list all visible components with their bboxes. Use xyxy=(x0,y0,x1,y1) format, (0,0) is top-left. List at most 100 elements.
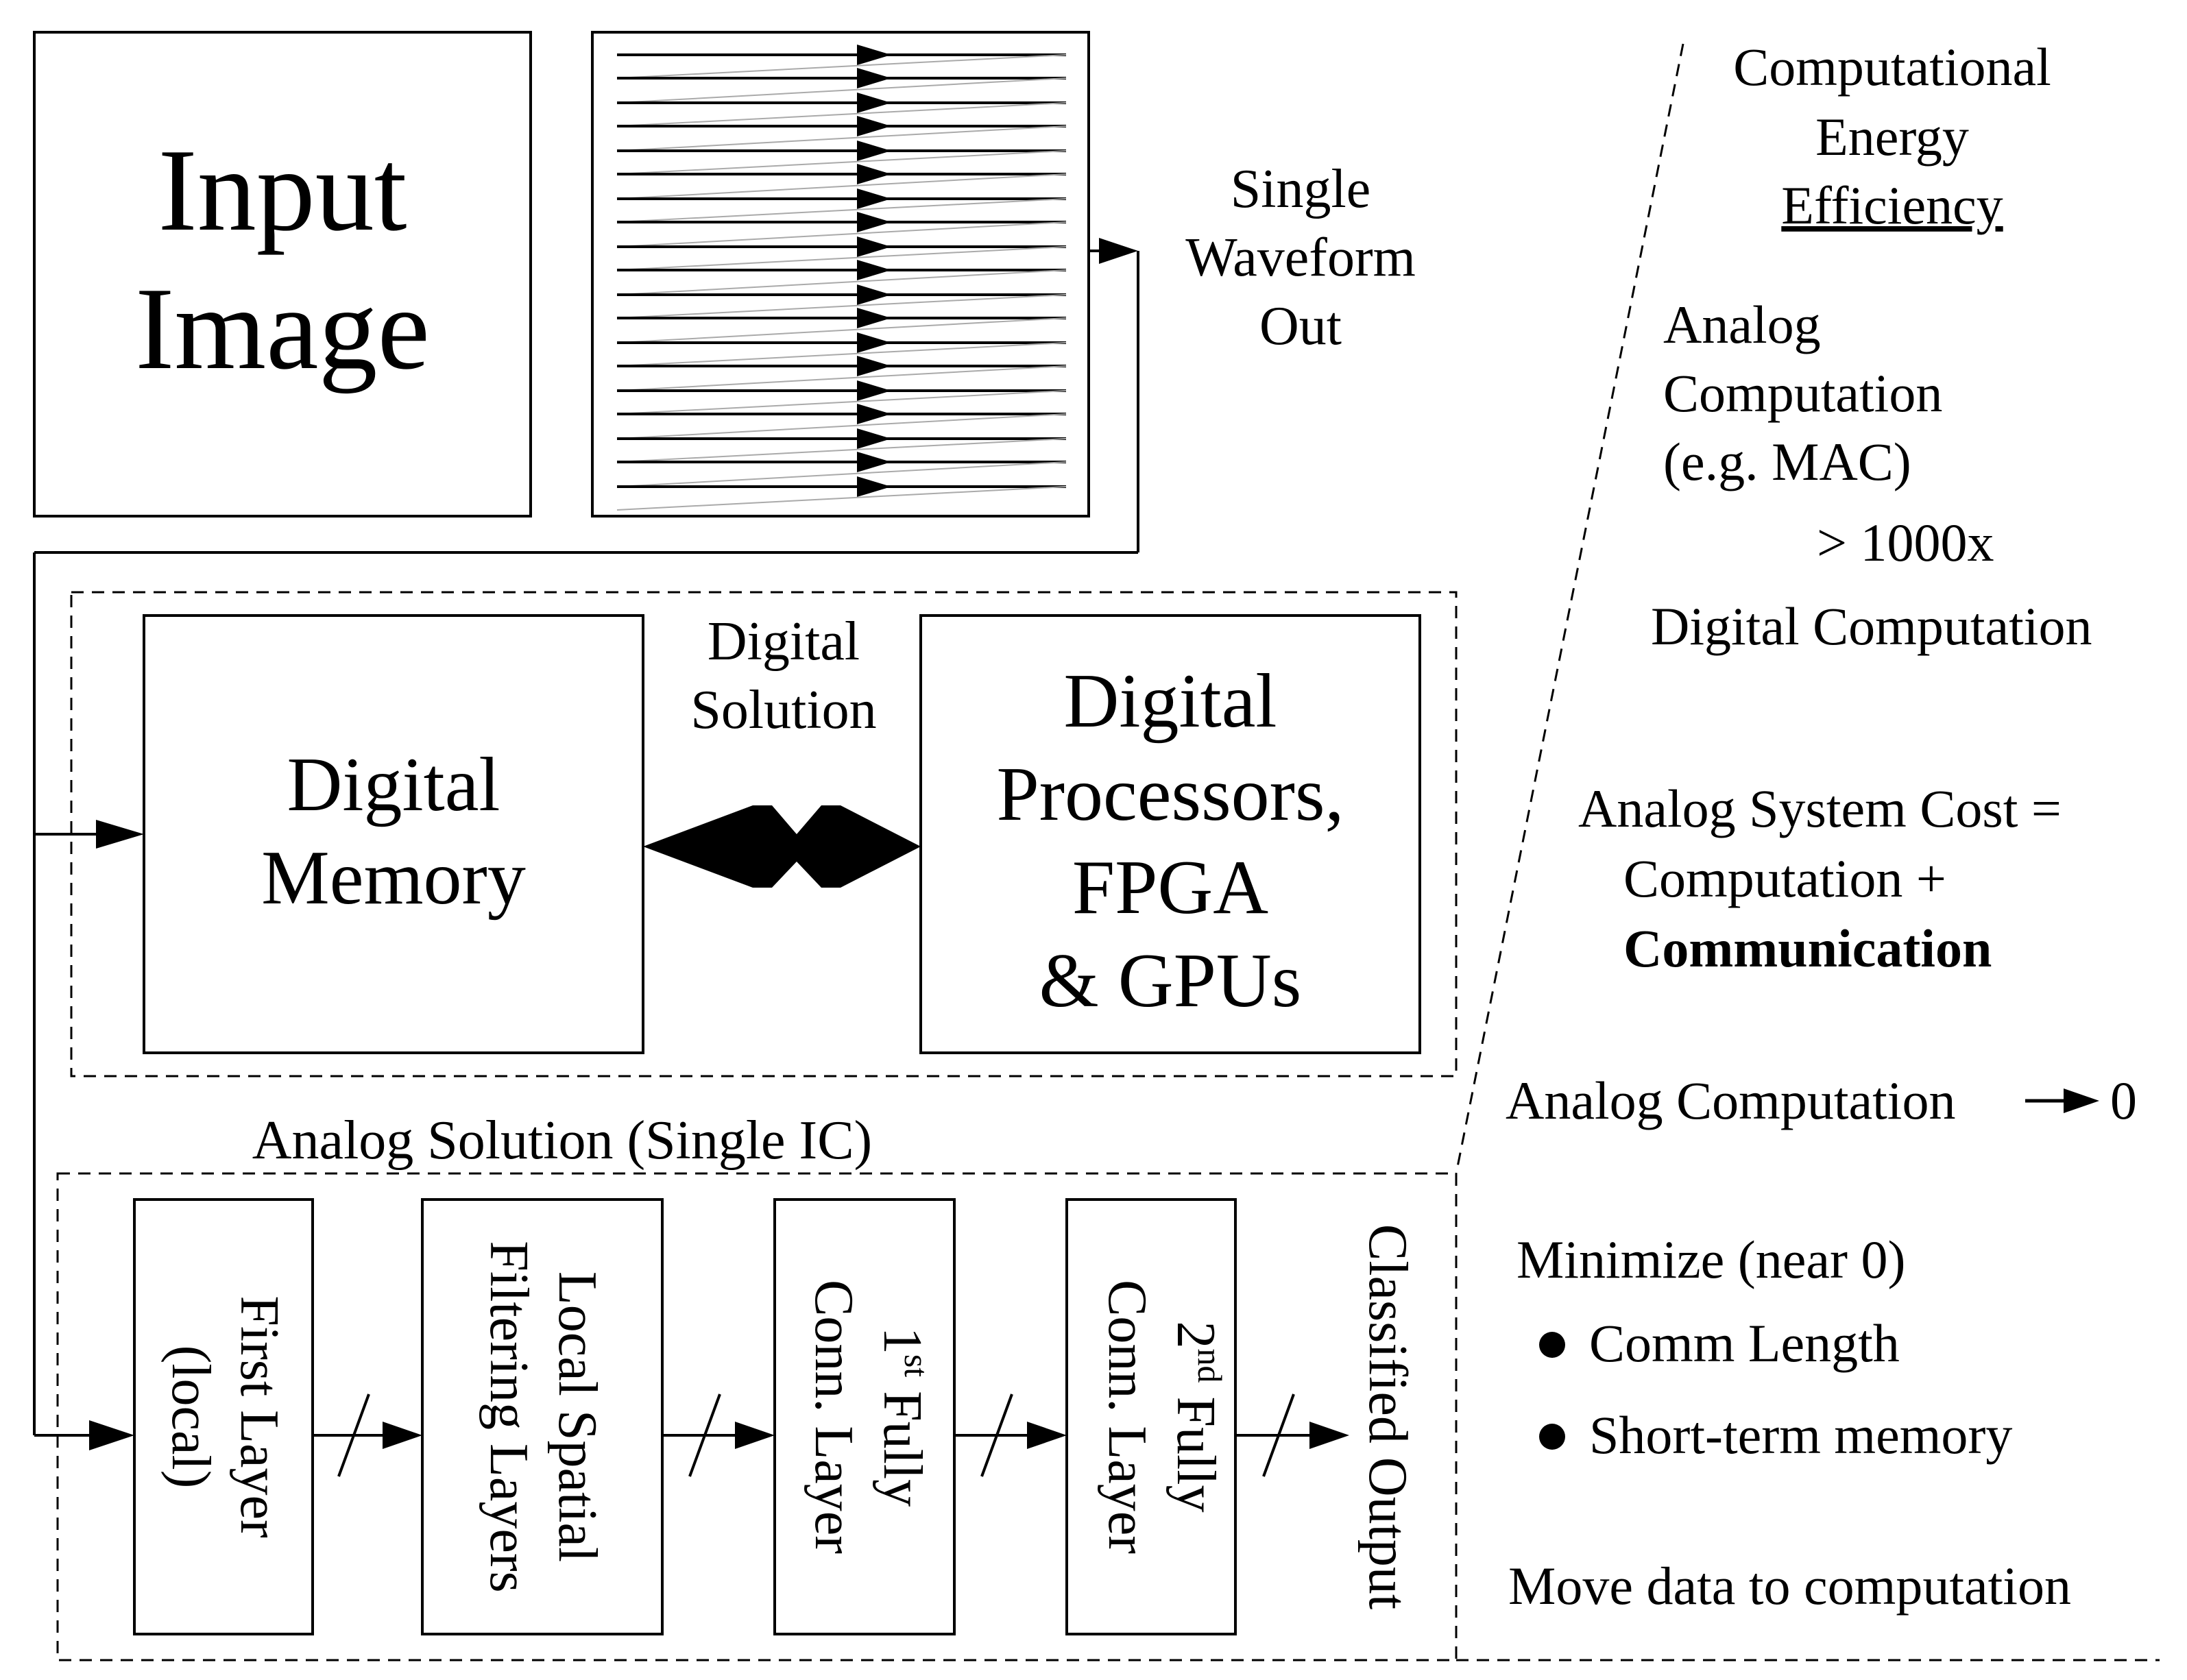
scan-arrow-icon xyxy=(857,212,891,232)
bus-arrowhead-icon xyxy=(383,1422,422,1449)
scan-retrace-line xyxy=(616,486,1067,511)
svg-text:Filtering Layers: Filtering Layers xyxy=(479,1241,539,1592)
scan-retrace-line xyxy=(616,413,1067,439)
scan-arrow-icon xyxy=(857,188,891,209)
svg-text:Efficiency: Efficiency xyxy=(1781,175,2003,235)
bullet-icon xyxy=(1539,1424,1565,1450)
svg-text:Memory: Memory xyxy=(261,836,526,921)
analog-solution-region xyxy=(56,1172,1458,1661)
scan-arrow-icon xyxy=(857,308,891,328)
input-image-line2: Image xyxy=(135,264,430,394)
svg-text:Waveform: Waveform xyxy=(1185,228,1416,288)
input-image-box: Input Image xyxy=(33,31,532,518)
list-item: Comm Length xyxy=(1589,1313,1900,1373)
scan-retrace-line xyxy=(616,342,1067,367)
first-layer-box: First Layer (local) xyxy=(133,1198,314,1635)
scan-arrow-icon xyxy=(857,45,891,65)
layer-bus-arrows xyxy=(313,1393,1349,1477)
second-fully-connected-box: 2nd Fully Conn. Layer xyxy=(1065,1198,1237,1635)
scan-retrace-line xyxy=(616,294,1067,319)
svg-text:& GPUs: & GPUs xyxy=(1039,938,1302,1023)
svg-text:2nd Fully: 2nd Fully xyxy=(1165,1322,1229,1513)
local-spatial-filtering-box: Local Spatial Filtering Layers xyxy=(421,1198,664,1635)
digital-solution-region xyxy=(70,591,1458,1078)
input-image-line1: Input xyxy=(158,125,407,256)
svg-text:Communication: Communication xyxy=(1623,918,1992,978)
arrow-to-first-layer xyxy=(34,1420,134,1450)
svg-text:Analog System Cost =: Analog System Cost = xyxy=(1578,779,2062,838)
svg-text:Conn. Layer: Conn. Layer xyxy=(803,1280,864,1554)
digital-processors-box: Digital Processors, FPGA & GPUs xyxy=(919,614,1421,1054)
scan-retrace-line xyxy=(616,221,1067,247)
scan-arrow-icon xyxy=(857,93,891,113)
scan-arrow-icon xyxy=(857,356,891,376)
scan-retrace-line xyxy=(616,54,1067,79)
analog-solution-title: Analog Solution (Single IC) xyxy=(252,1110,872,1171)
svg-text:Out: Out xyxy=(1259,296,1342,356)
digital-solution-title-line2: Solution xyxy=(690,680,876,740)
scan-arrow-icon xyxy=(857,428,891,449)
arrow-right-icon xyxy=(2064,1088,2099,1113)
scan-retrace-line xyxy=(616,438,1067,463)
waveform-out-arrow xyxy=(33,238,1139,1435)
scan-retrace-line xyxy=(616,125,1067,151)
scan-retrace-line xyxy=(616,390,1067,415)
svg-text:Energy: Energy xyxy=(1815,107,1969,167)
bus-width-slash xyxy=(980,1393,1013,1477)
move-data-text: Move data to computation xyxy=(1508,1556,2071,1616)
svg-text:Computational: Computational xyxy=(1733,37,2051,97)
svg-text:Conn. Layer: Conn. Layer xyxy=(1097,1280,1157,1554)
svg-text:(local): (local) xyxy=(160,1346,221,1489)
scan-retrace-line xyxy=(616,317,1067,343)
scan-arrow-icon xyxy=(857,284,891,305)
scan-arrow-icon xyxy=(857,116,891,136)
scan-retrace-line xyxy=(616,77,1067,104)
scan-retrace-line xyxy=(616,246,1067,271)
scan-arrow-icon xyxy=(857,236,891,257)
svg-text:Minimize (near 0): Minimize (near 0) xyxy=(1517,1230,1905,1289)
scan-arrow-icon xyxy=(857,404,891,424)
svg-text:Processors,: Processors, xyxy=(996,752,1344,837)
classified-output-label: Classified Output xyxy=(1357,1224,1418,1609)
efficiency-heading: Computational Energy Efficiency xyxy=(1733,37,2051,235)
single-waveform-label: Single Waveform Out xyxy=(1185,159,1416,356)
scan-arrow-icon xyxy=(857,68,891,88)
svg-text:First Layer: First Layer xyxy=(229,1295,289,1537)
scan-retrace-line xyxy=(616,150,1067,175)
scan-retrace-line xyxy=(616,173,1067,199)
bullet-icon xyxy=(1539,1332,1565,1358)
scan-retrace-line xyxy=(616,198,1067,223)
scan-arrow-icon xyxy=(857,476,891,497)
scan-retrace-line xyxy=(616,269,1067,295)
svg-text:Digital Computation: Digital Computation xyxy=(1651,596,2092,656)
bus-arrowhead-icon xyxy=(735,1422,775,1449)
scan-retrace-line xyxy=(616,365,1067,391)
svg-text:Local Spatial: Local Spatial xyxy=(547,1271,607,1562)
svg-text:Computation +: Computation + xyxy=(1623,849,1946,908)
zoom-divider-line xyxy=(1455,43,1684,1174)
scan-arrow-icon xyxy=(857,332,891,353)
scan-arrow-icon xyxy=(857,164,891,184)
scan-retrace-line xyxy=(616,102,1067,127)
svg-text:Computation: Computation xyxy=(1663,363,1942,423)
svg-text:1st Fully: 1st Fully xyxy=(872,1327,936,1507)
arrow-to-memory xyxy=(34,820,144,849)
digital-memory-box: Digital Memory xyxy=(143,614,644,1054)
analog-limit-text: Analog Computation 0 xyxy=(1506,1071,2137,1130)
svg-text:Digital: Digital xyxy=(1063,659,1277,744)
minimize-list: Minimize (near 0) Comm Length Short-term… xyxy=(1517,1230,2012,1465)
first-fully-connected-box: 1st Fully Conn. Layer xyxy=(773,1198,956,1635)
bus-width-slash xyxy=(1262,1393,1295,1477)
list-item: Short-term memory xyxy=(1589,1405,2012,1465)
bus-arrowhead-icon xyxy=(1027,1422,1067,1449)
svg-text:Analog: Analog xyxy=(1663,295,1821,354)
scan-arrow-icon xyxy=(857,260,891,280)
bus-width-slash xyxy=(688,1393,721,1477)
scan-arrow-icon xyxy=(857,380,891,401)
analog-vs-digital-text: Analog Computation (e.g. MAC) > 1000x Di… xyxy=(1651,295,2092,656)
raster-scan-box xyxy=(591,31,1090,518)
svg-text:> 1000x: > 1000x xyxy=(1817,513,1994,572)
raster-scan-lines xyxy=(616,45,1067,511)
svg-text:(e.g. MAC): (e.g. MAC) xyxy=(1663,432,1911,491)
